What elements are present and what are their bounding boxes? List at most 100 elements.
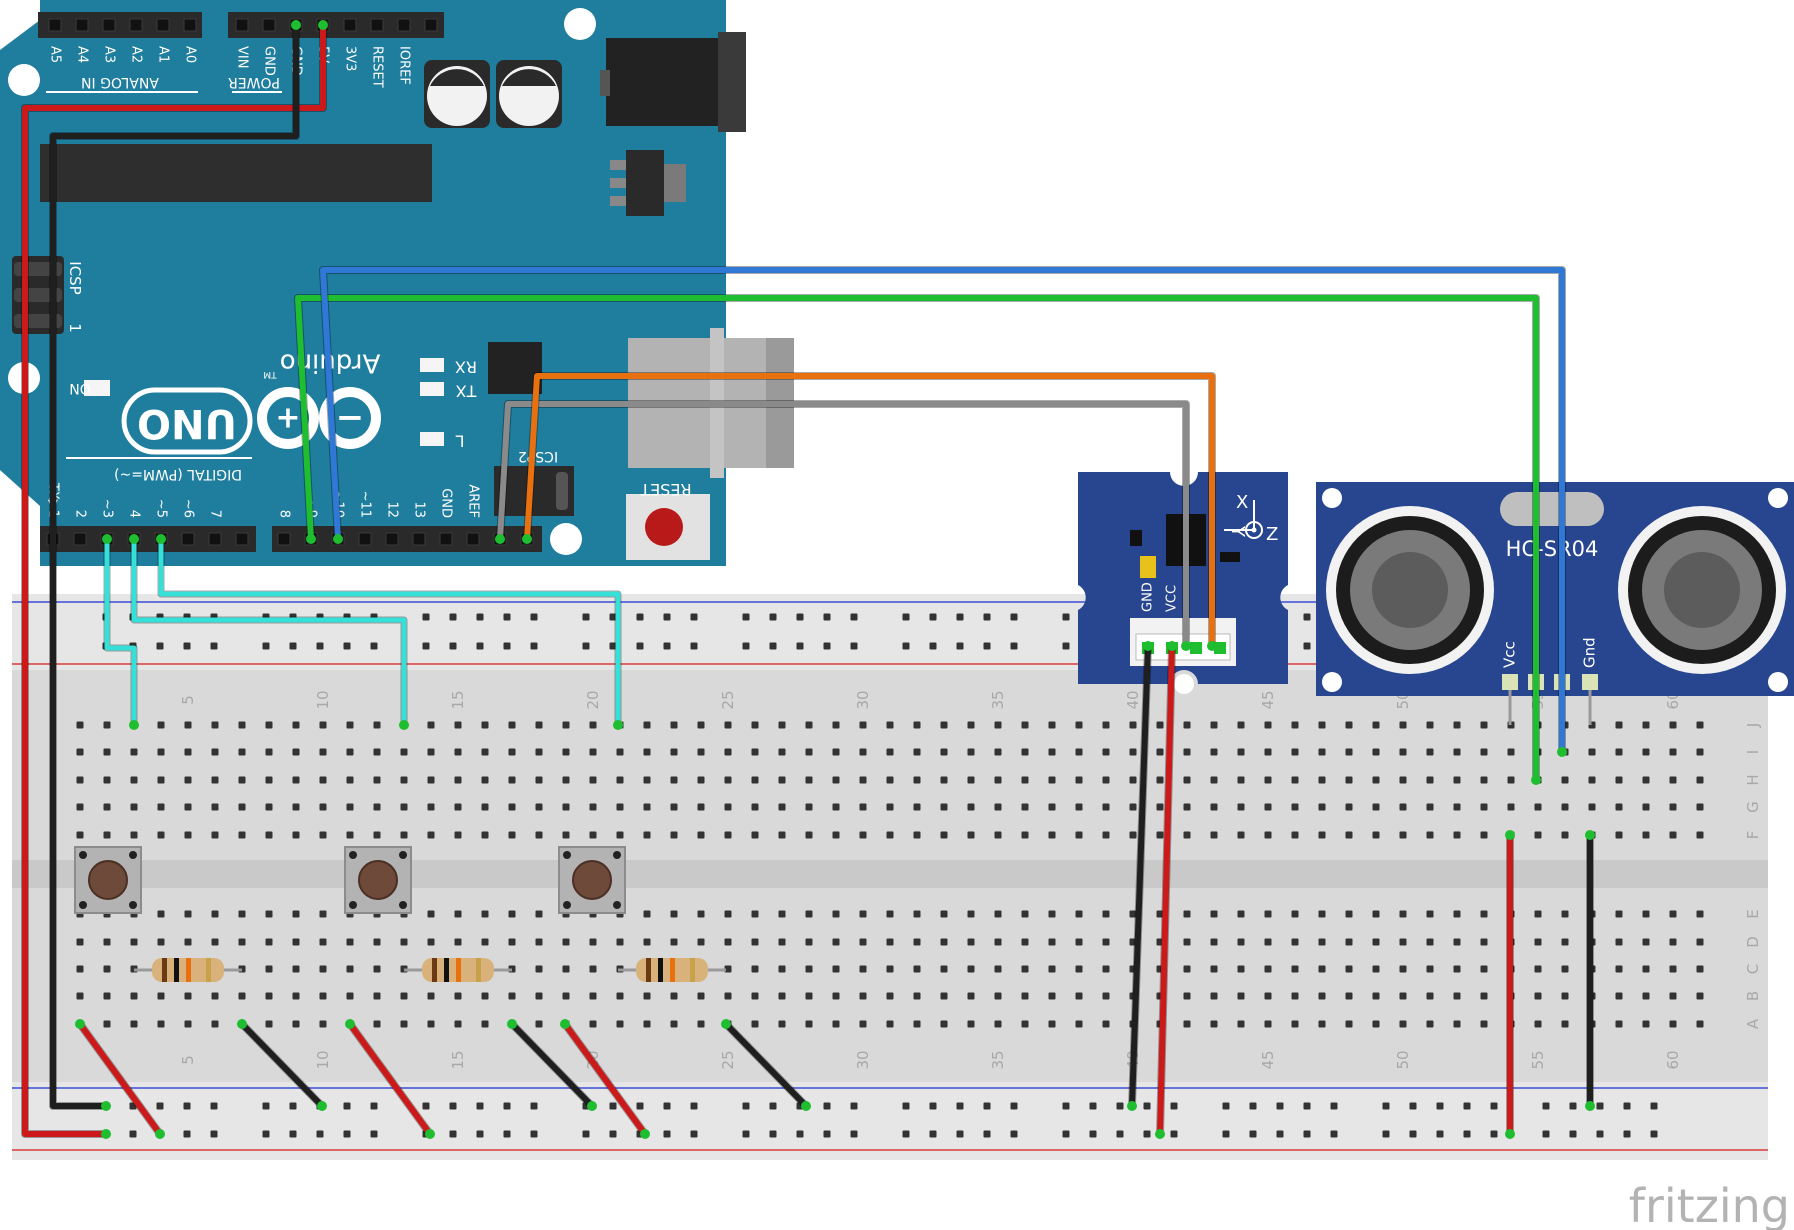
breadboard-hole[interactable] [994,965,1002,973]
breadboard-hole[interactable] [956,613,964,621]
breadboard-hole[interactable] [400,803,408,811]
breadboard-hole[interactable] [1021,965,1029,973]
breadboard-hole[interactable] [1642,992,1650,1000]
breadboard-hole[interactable] [211,776,219,784]
breadboard-hole[interactable] [562,831,570,839]
breadboard-hole[interactable] [690,1102,698,1110]
breadboard-hole[interactable] [1183,748,1191,756]
breadboard-hole[interactable] [76,721,84,729]
breadboard-hole[interactable] [76,803,84,811]
breadboard-hole[interactable] [373,1020,381,1028]
breadboard-hole[interactable] [346,721,354,729]
breadboard-hole[interactable] [130,992,138,1000]
breadboard-hole[interactable] [1170,1130,1178,1138]
breadboard-hole[interactable] [1210,776,1218,784]
breadboard-hole[interactable] [1696,992,1704,1000]
breadboard-hole[interactable] [1222,1130,1230,1138]
breadboard-hole[interactable] [859,776,867,784]
breadboard-hole[interactable] [670,1020,678,1028]
breadboard-hole[interactable] [1642,721,1650,729]
breadboard-hole[interactable] [454,776,462,784]
breadboard-hole[interactable] [211,748,219,756]
breadboard-hole[interactable] [994,776,1002,784]
breadboard-hole[interactable] [697,721,705,729]
breadboard-hole[interactable] [373,938,381,946]
breadboard-hole[interactable] [535,938,543,946]
breadboard-hole[interactable] [1561,1020,1569,1028]
header-pin[interactable] [181,532,195,546]
breadboard-hole[interactable] [832,992,840,1000]
breadboard-hole[interactable] [1615,776,1623,784]
breadboard-hole[interactable] [130,748,138,756]
breadboard-hole[interactable] [940,776,948,784]
breadboard-hole[interactable] [1237,831,1245,839]
breadboard-hole[interactable] [1318,1020,1326,1028]
breadboard-hole[interactable] [343,1102,351,1110]
wire-jumper-black[interactable] [239,1021,325,1109]
breadboard-hole[interactable] [1303,613,1311,621]
breadboard-hole[interactable] [994,910,1002,918]
breadboard-hole[interactable] [1669,910,1677,918]
breadboard-hole[interactable] [823,1102,831,1110]
breadboard-hole[interactable] [1372,1020,1380,1028]
breadboard-hole[interactable] [1156,776,1164,784]
breadboard-hole[interactable] [508,992,516,1000]
hcsr04-pin[interactable] [1502,674,1518,690]
breadboard-hole[interactable] [1588,803,1596,811]
breadboard-hole[interactable] [967,992,975,1000]
breadboard-hole[interactable] [1615,721,1623,729]
breadboard-hole[interactable] [211,992,219,1000]
breadboard-hole[interactable] [292,721,300,729]
breadboard-hole[interactable] [697,992,705,1000]
breadboard-hole[interactable] [886,992,894,1000]
breadboard-hole[interactable] [1480,748,1488,756]
breadboard-hole[interactable] [1318,938,1326,946]
breadboard-hole[interactable] [1382,1102,1390,1110]
breadboard-hole[interactable] [1318,992,1326,1000]
breadboard-hole[interactable] [859,831,867,839]
breadboard-hole[interactable] [1382,1130,1390,1138]
breadboard-hole[interactable] [636,1102,644,1110]
breadboard-hole[interactable] [427,831,435,839]
breadboard-hole[interactable] [1330,1102,1338,1110]
breadboard-hole[interactable] [238,831,246,839]
breadboard-hole[interactable] [530,613,538,621]
breadboard-hole[interactable] [1399,992,1407,1000]
breadboard-hole[interactable] [508,721,516,729]
breadboard-hole[interactable] [1669,1020,1677,1028]
breadboard-hole[interactable] [481,721,489,729]
header-pin[interactable] [183,18,197,32]
breadboard-hole[interactable] [832,721,840,729]
breadboard-hole[interactable] [1318,776,1326,784]
breadboard-hole[interactable] [832,748,840,756]
breadboard-hole[interactable] [427,992,435,1000]
breadboard-hole[interactable] [742,1102,750,1110]
breadboard-hole[interactable] [1264,1020,1272,1028]
breadboard-hole[interactable] [1062,613,1070,621]
breadboard-hole[interactable] [265,831,273,839]
push-button[interactable] [74,846,142,914]
breadboard-hole[interactable] [1399,910,1407,918]
breadboard-hole[interactable] [1048,1020,1056,1028]
breadboard-hole[interactable] [1102,1020,1110,1028]
breadboard-hole[interactable] [157,776,165,784]
breadboard-hole[interactable] [1062,642,1070,650]
breadboard-hole[interactable] [265,938,273,946]
breadboard-hole[interactable] [1399,776,1407,784]
breadboard-hole[interactable] [103,803,111,811]
breadboard-hole[interactable] [535,992,543,1000]
breadboard-hole[interactable] [1372,938,1380,946]
breadboard-hole[interactable] [319,776,327,784]
breadboard-hole[interactable] [886,938,894,946]
breadboard-hole[interactable] [913,748,921,756]
header-pin[interactable] [235,532,249,546]
breadboard-hole[interactable] [724,748,732,756]
wire-scl-orange[interactable] [524,373,1215,649]
breadboard-hole[interactable] [1642,1020,1650,1028]
reset-button-cap[interactable] [645,508,683,546]
breadboard-hole[interactable] [184,1020,192,1028]
breadboard-hole[interactable] [1048,938,1056,946]
breadboard-hole[interactable] [76,938,84,946]
breadboard-hole[interactable] [1696,1020,1704,1028]
breadboard-hole[interactable] [742,1130,750,1138]
